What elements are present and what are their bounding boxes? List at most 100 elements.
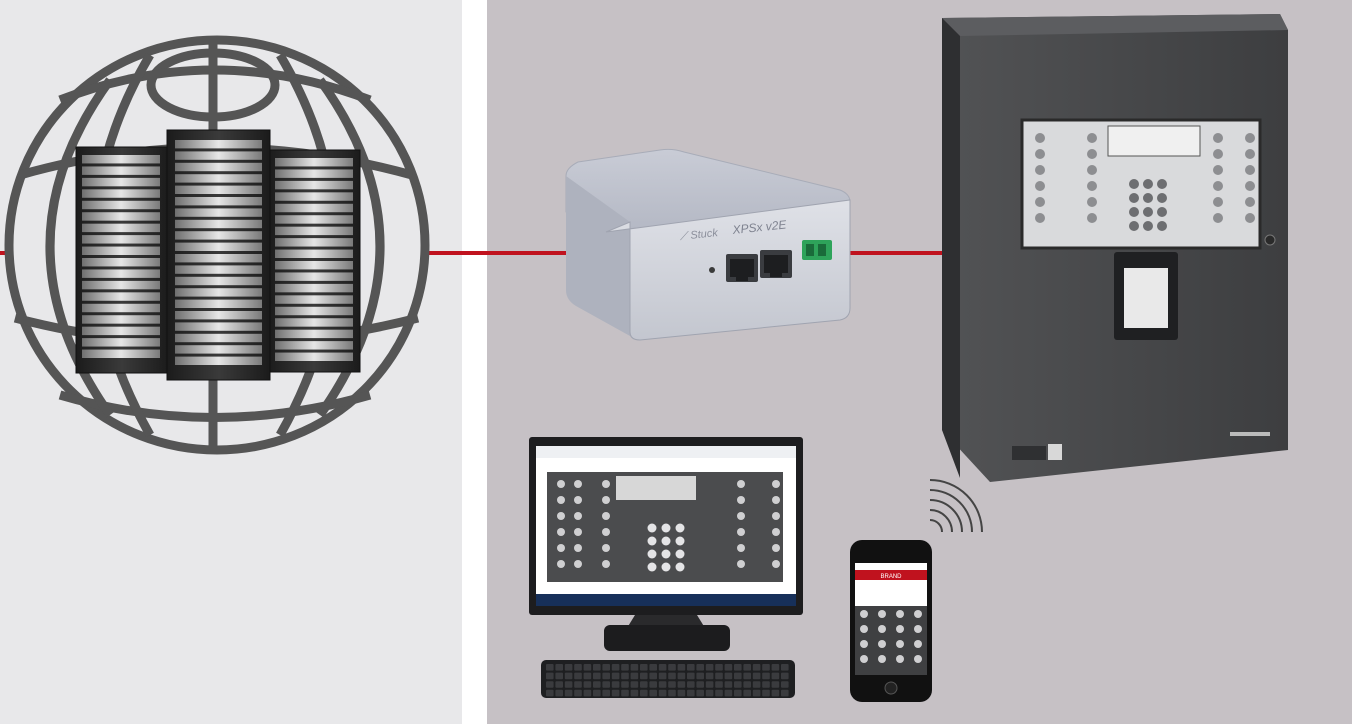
keyboard-key (696, 681, 704, 688)
keyboard-key (724, 681, 733, 688)
screen-button (772, 496, 780, 504)
server-slot (175, 208, 262, 217)
keyboard-key (593, 664, 601, 671)
panel-button (1245, 133, 1255, 143)
screen-button (737, 560, 745, 568)
screen-button (737, 480, 745, 488)
panel-button (1245, 165, 1255, 175)
screen-keypad-key (661, 536, 671, 546)
server-slot (275, 215, 353, 224)
keypad-key (1157, 207, 1167, 217)
keyboard-key (677, 681, 686, 688)
server-slot (82, 200, 160, 210)
server-slot (275, 261, 353, 270)
phone-key (860, 640, 868, 648)
keyboard-key (771, 689, 780, 697)
screen-button (557, 544, 565, 552)
screen-keypad-key (675, 549, 685, 559)
keyboard-key (564, 681, 573, 688)
keyboard-key (555, 681, 563, 688)
server-slot (82, 246, 160, 255)
phone-key (896, 640, 904, 648)
keyboard-key (640, 689, 648, 697)
screen-button (557, 560, 565, 568)
keyboard-key (602, 681, 610, 688)
keyboard-key (781, 664, 789, 671)
server-slot (82, 315, 160, 324)
keyboard-key (630, 681, 639, 688)
server-slot (175, 333, 262, 343)
keyboard-key (630, 689, 639, 697)
keyboard-key (649, 681, 657, 688)
phone-key (878, 640, 886, 648)
keyboard-key (574, 672, 582, 680)
keyboard-key (574, 664, 582, 671)
keypad-key (1157, 221, 1167, 231)
server-slot (82, 189, 160, 198)
keyboard-key (593, 681, 601, 688)
keyboard-key (649, 672, 657, 680)
keypad-key (1143, 179, 1153, 189)
server-slot (175, 151, 262, 160)
keypad-key (1129, 207, 1139, 217)
keyboard-key (630, 672, 639, 680)
server-slot (82, 338, 160, 347)
keyboard-key (649, 664, 657, 671)
keyboard-key (583, 689, 592, 697)
keyboard-key (743, 664, 751, 671)
keyboard-key (771, 672, 780, 680)
panel-button (1213, 181, 1223, 191)
panel-button (1087, 197, 1097, 207)
screen-button (574, 560, 582, 568)
keyboard-key (781, 681, 789, 688)
screen-button (574, 480, 582, 488)
server-slot (175, 288, 262, 297)
keyboard-key (649, 689, 657, 697)
server-slot (275, 238, 353, 247)
phone-key (896, 610, 904, 618)
screen-button (737, 528, 745, 536)
panel-button (1245, 197, 1255, 207)
panel-button (1035, 133, 1045, 143)
keyboard-key (752, 689, 761, 697)
screen-keypad-key (647, 536, 657, 546)
panel-button (1035, 197, 1045, 207)
keyboard-key (687, 689, 695, 697)
server-slot (175, 231, 262, 240)
panel-button (1245, 149, 1255, 159)
server-slot (275, 283, 353, 293)
phone-key (878, 625, 886, 633)
keyboard-key (583, 664, 592, 671)
keyboard-key (602, 689, 610, 697)
keyboard-key (564, 672, 573, 680)
screen-keypad-key (675, 536, 685, 546)
server-slot (275, 329, 353, 339)
keyboard-key (611, 689, 620, 697)
screen-button (602, 496, 610, 504)
wireless-signal-icon (929, 479, 983, 533)
keyboard-key (546, 681, 554, 688)
keyboard-key (668, 672, 676, 680)
keyboard-key (762, 664, 770, 671)
panel-button (1035, 149, 1045, 159)
panel-button (1087, 213, 1097, 223)
keyboard-key (677, 672, 686, 680)
server-slot (275, 272, 353, 281)
server-slot (175, 299, 262, 308)
screen-button (557, 528, 565, 536)
keyboard-key (677, 664, 686, 671)
keyboard-key (752, 681, 761, 688)
keyboard-key (743, 681, 751, 688)
keyboard-key (687, 681, 695, 688)
keyboard-key (715, 664, 723, 671)
keyboard-key (715, 689, 723, 697)
keyboard-key (574, 681, 582, 688)
screen-button (772, 512, 780, 520)
keypad-key (1143, 193, 1153, 203)
screen-button (574, 528, 582, 536)
gateway-model-label: XPSx v2E (731, 217, 788, 237)
server-slot (275, 341, 353, 350)
keyboard-key (668, 689, 676, 697)
screen-button (602, 544, 610, 552)
panel-button (1213, 133, 1223, 143)
